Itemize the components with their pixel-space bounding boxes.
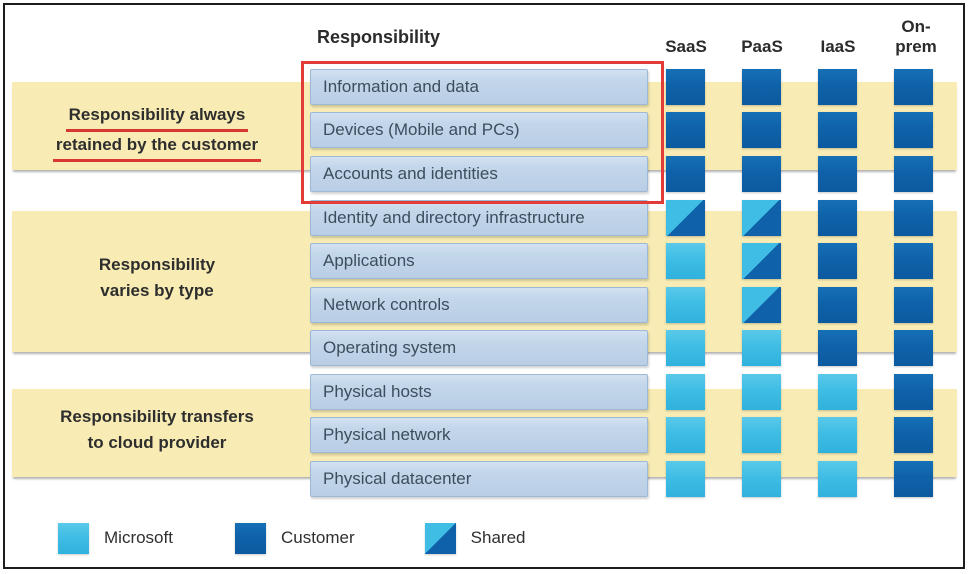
legend-label: Customer <box>280 528 355 547</box>
legend: Microsoft Customer Shared <box>58 522 525 554</box>
matrix-cell-microsoft <box>666 330 705 366</box>
matrix-cell-customer <box>818 330 857 366</box>
group-label-retained: Responsibility always retained by the cu… <box>12 102 302 162</box>
column-header-onprem: On-prem <box>895 17 937 56</box>
group-label-line: to cloud provider <box>87 433 227 452</box>
customer-swatch-icon <box>234 522 266 554</box>
matrix-cell-microsoft <box>742 374 781 410</box>
responsibility-column-header: Responsibility <box>317 27 441 47</box>
matrix-cell-shared <box>742 200 781 236</box>
matrix-cell-customer <box>818 112 857 148</box>
shared-swatch-icon <box>424 522 456 554</box>
matrix-cell-microsoft <box>666 243 705 279</box>
row-label-pill: Accounts and identities <box>310 156 648 192</box>
matrix-cell-shared <box>742 287 781 323</box>
group-label-line: varies by type <box>100 281 214 300</box>
matrix-cell-customer <box>666 112 705 148</box>
matrix-cell-customer <box>894 112 933 148</box>
column-header-saas: SaaS <box>665 37 707 56</box>
matrix-cell-customer <box>894 156 933 192</box>
matrix-cell-shared <box>742 243 781 279</box>
microsoft-swatch-icon <box>58 522 89 554</box>
column-header-iaas: IaaS <box>820 37 856 56</box>
matrix-cell-microsoft <box>742 461 781 497</box>
matrix-cell-customer <box>666 69 705 105</box>
matrix-cell-customer <box>894 243 933 279</box>
matrix-cell-microsoft <box>818 417 857 453</box>
group-label-transfers: Responsibility transfers to cloud provid… <box>12 404 302 456</box>
matrix-cell-microsoft <box>818 461 857 497</box>
group-label-varies: Responsibility varies by type <box>12 252 302 304</box>
matrix-cell-customer <box>818 156 857 192</box>
matrix-cell-customer <box>818 243 857 279</box>
column-header-paas: PaaS <box>741 37 783 56</box>
matrix-cell-microsoft <box>666 374 705 410</box>
group-label-line: retained by the customer <box>52 132 262 162</box>
matrix-cell-microsoft <box>818 374 857 410</box>
row-label-pill: Operating system <box>310 330 648 366</box>
row-label-pill: Identity and directory infrastructure <box>310 200 648 236</box>
row-label-pill: Applications <box>310 243 648 279</box>
row-label-pill: Physical datacenter <box>310 461 648 497</box>
matrix-cell-customer <box>894 330 933 366</box>
legend-item-microsoft: Microsoft <box>58 522 173 554</box>
customer-retained-highlight-box <box>301 61 664 204</box>
matrix-cell-microsoft <box>742 330 781 366</box>
matrix-cell-customer <box>894 374 933 410</box>
matrix-cell-microsoft <box>666 461 705 497</box>
group-label-line: Responsibility always <box>65 102 249 132</box>
matrix-cell-customer <box>742 156 781 192</box>
matrix-cell-customer <box>742 69 781 105</box>
matrix-cell-microsoft <box>666 287 705 323</box>
matrix-cell-customer <box>894 69 933 105</box>
matrix-cell-customer <box>894 200 933 236</box>
matrix-cell-microsoft <box>742 417 781 453</box>
matrix-cell-microsoft <box>666 417 705 453</box>
legend-label: Microsoft <box>104 528 173 547</box>
legend-item-shared: Shared <box>424 522 526 554</box>
matrix-cell-shared <box>666 200 705 236</box>
matrix-cell-customer <box>666 156 705 192</box>
row-label-pill: Information and data <box>310 69 648 105</box>
matrix-cell-customer <box>818 69 857 105</box>
row-label-pill: Network controls <box>310 287 648 323</box>
row-label-pill: Physical network <box>310 417 648 453</box>
matrix-cell-customer <box>742 112 781 148</box>
matrix-cell-customer <box>894 287 933 323</box>
group-label-line: Responsibility <box>98 255 216 274</box>
matrix-cell-customer <box>894 461 933 497</box>
legend-item-customer: Customer <box>234 522 355 554</box>
group-label-line: Responsibility transfers <box>60 407 254 426</box>
shared-responsibility-diagram: Responsibility always retained by the cu… <box>3 3 965 569</box>
legend-label: Shared <box>470 528 526 547</box>
matrix-cell-customer <box>894 417 933 453</box>
row-label-pill: Devices (Mobile and PCs) <box>310 112 648 148</box>
row-label-pill: Physical hosts <box>310 374 648 410</box>
matrix-cell-customer <box>818 200 857 236</box>
matrix-cell-customer <box>818 287 857 323</box>
